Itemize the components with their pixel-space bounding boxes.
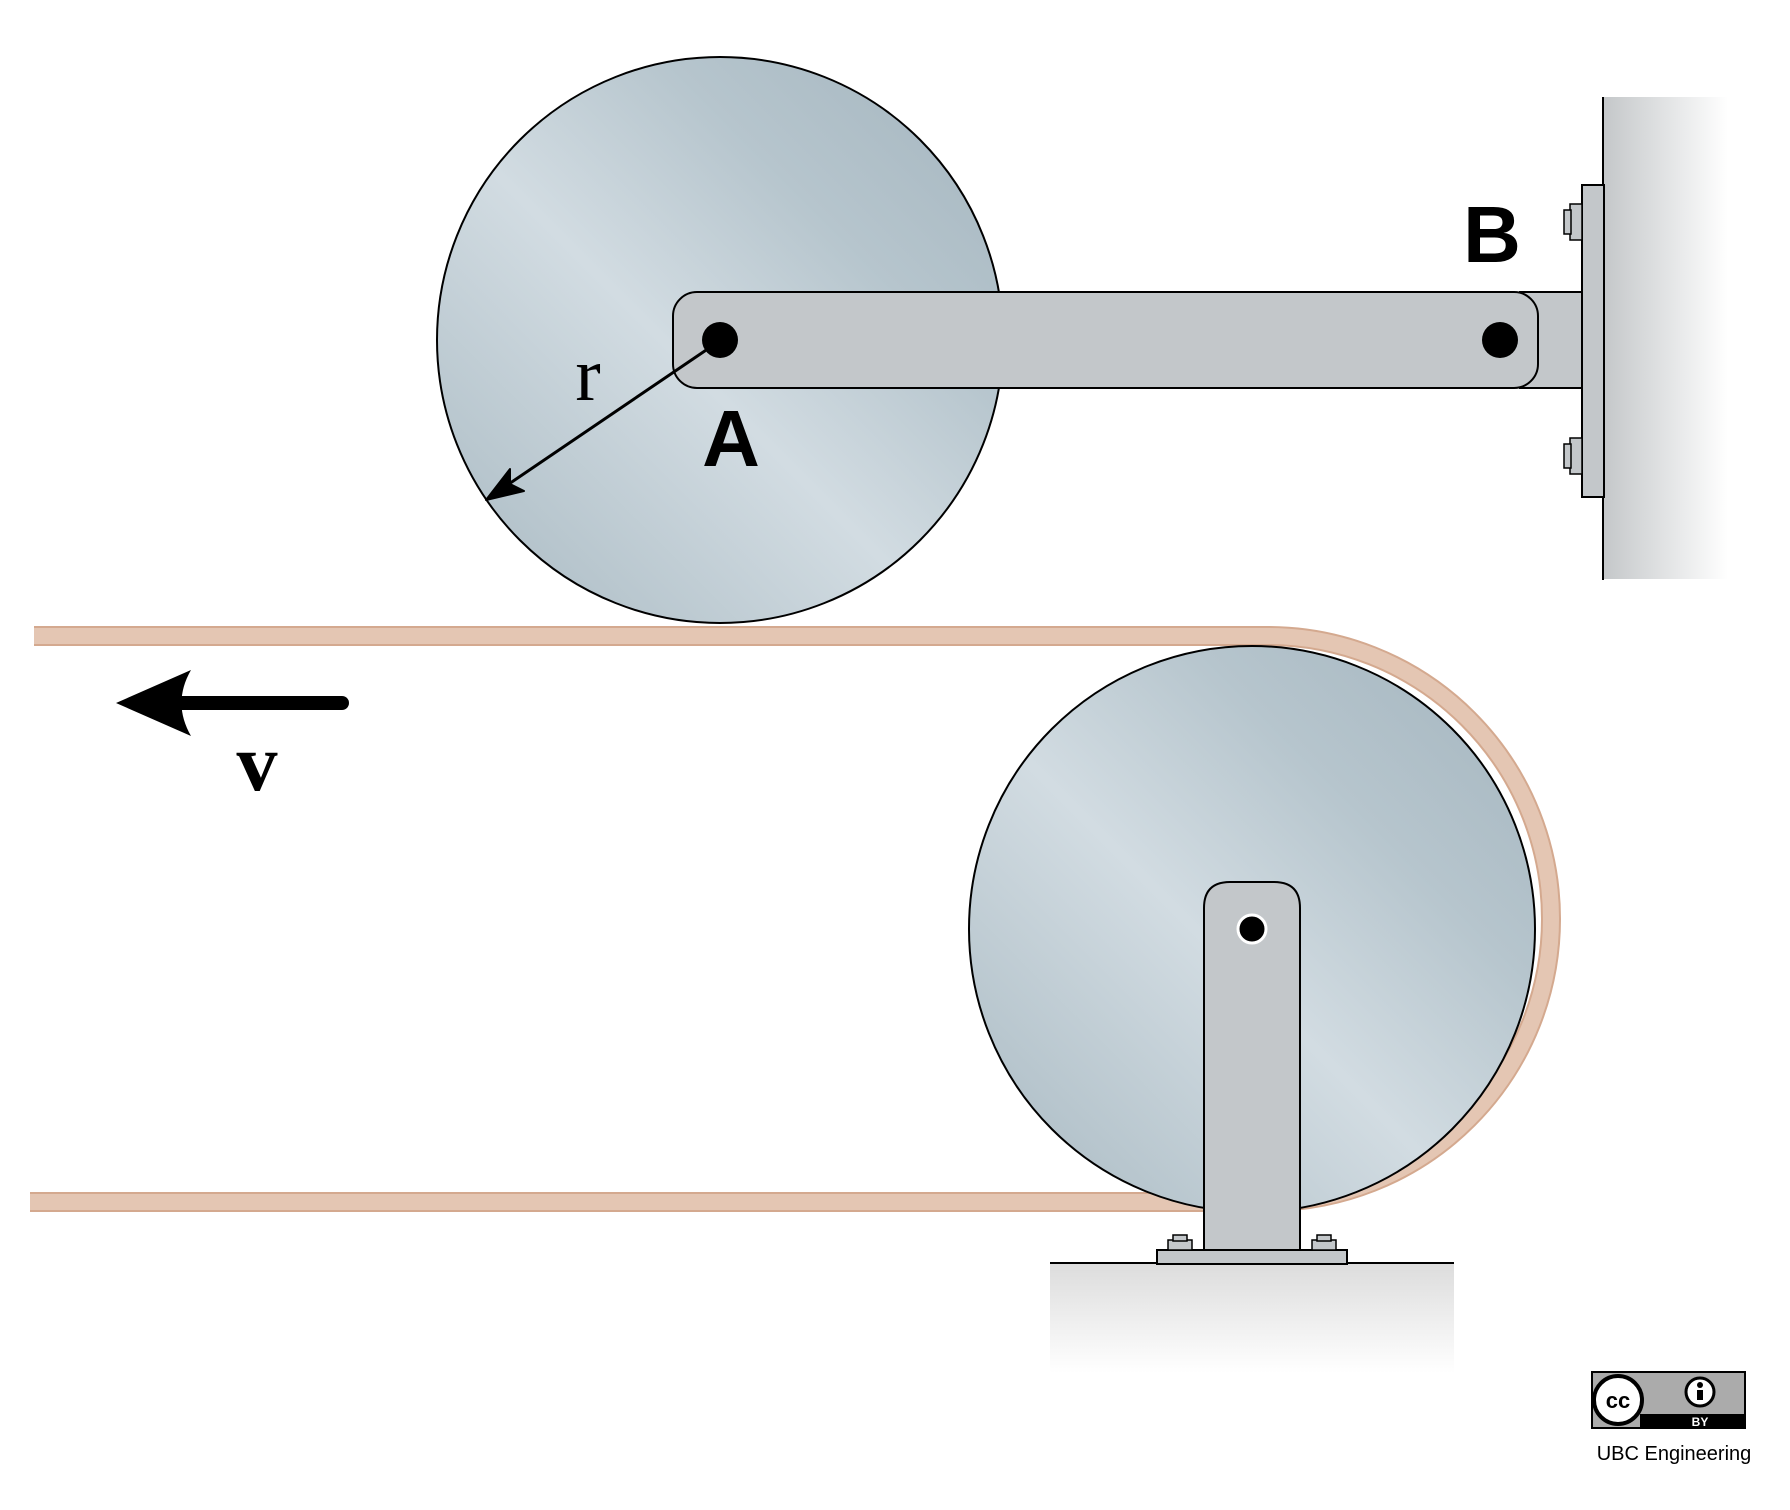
pin-b bbox=[1482, 322, 1518, 358]
wall-support bbox=[1602, 97, 1728, 580]
link-arm-ab bbox=[672, 291, 1539, 389]
radius-arrow bbox=[485, 340, 719, 501]
label-b: B bbox=[1463, 190, 1521, 279]
label-a: A bbox=[702, 394, 760, 483]
velocity-arrow bbox=[116, 670, 349, 736]
cc-by-icon: cc BY bbox=[1591, 1371, 1746, 1429]
cc-text: cc bbox=[1606, 1388, 1630, 1413]
lower-axle-pin bbox=[1236, 913, 1268, 945]
pulley-stand bbox=[1156, 881, 1348, 1265]
label-v: v bbox=[237, 717, 278, 808]
by-text: BY bbox=[1692, 1415, 1709, 1429]
ground-base bbox=[1050, 1262, 1454, 1373]
pin-a bbox=[702, 322, 738, 358]
credit-text: UBC Engineering bbox=[1597, 1443, 1752, 1465]
label-r: r bbox=[575, 333, 600, 417]
